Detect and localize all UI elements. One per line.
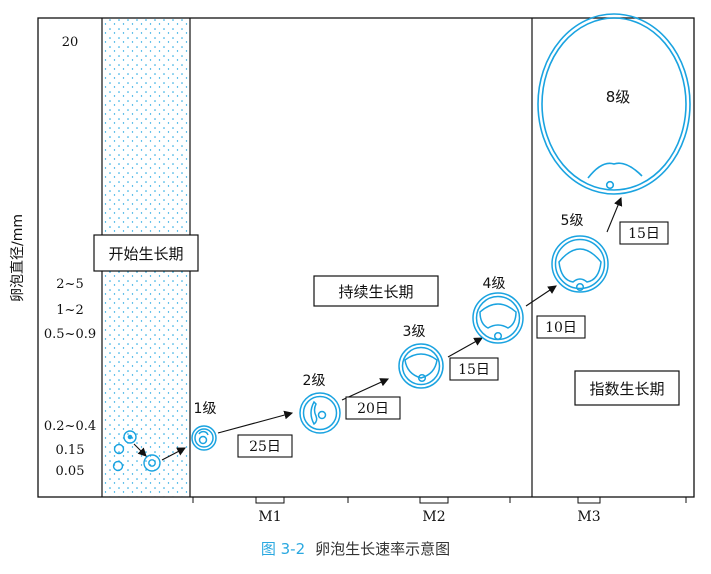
y-tick-20: 20 — [62, 35, 79, 50]
continuous-phase-label: 持续生长期 — [338, 283, 413, 301]
to-stage1-arrow — [161, 447, 186, 461]
stage1-to-stage2-arrow — [217, 410, 294, 434]
exponential-phase-label: 指数生长期 — [589, 380, 664, 398]
stage4-follicle — [472, 292, 524, 344]
stage1-label: 1级 — [194, 401, 217, 417]
y-tick-0.5-0.9: 0.5~0.9 — [44, 327, 96, 342]
figure-caption: 图 3-2 卵泡生长速率示意图 — [0, 538, 711, 559]
y-tick-0.15: 0.15 — [56, 443, 85, 458]
primordial-follicles — [112, 430, 161, 472]
y-tick-0.05: 0.05 — [56, 464, 85, 479]
stage3-follicle — [398, 343, 444, 389]
stage4-to-stage5-arrow — [525, 285, 557, 307]
figure-number: 图 3-2 — [260, 540, 306, 558]
stage4-label: 4级 — [483, 276, 506, 292]
y-tick-0.2-0.4: 0.2~0.4 — [44, 419, 96, 434]
y-tick-1-2: 1~2 — [56, 303, 83, 318]
duration-5: 15日 — [628, 226, 660, 242]
duration-4: 10日 — [545, 320, 577, 336]
stage1-follicle — [191, 425, 217, 451]
duration-box-1 — [237, 434, 293, 458]
x-axis-ticks — [192, 497, 687, 503]
x-tick-m2: M2 — [422, 509, 445, 525]
duration-box-3 — [449, 357, 499, 381]
stage2-follicle — [299, 392, 341, 434]
duration-box-2 — [345, 396, 401, 420]
duration-2: 20日 — [357, 401, 389, 417]
stage5-label: 5级 — [561, 213, 584, 229]
duration-box-4 — [536, 315, 586, 339]
duration-3: 15日 — [458, 362, 490, 378]
stage5-follicle — [551, 235, 609, 293]
figure-title: 卵泡生长速率示意图 — [315, 540, 451, 558]
duration-box-5 — [619, 221, 669, 245]
stage8-follicle — [537, 13, 691, 195]
start-phase-box — [93, 234, 199, 272]
x-axis-month-markers — [255, 496, 601, 504]
exponential-phase-box — [574, 370, 680, 406]
x-tick-m3: M3 — [577, 509, 600, 525]
y-axis-label: 卵泡直径/mm — [9, 214, 26, 302]
stage8-label: 8级 — [606, 88, 631, 106]
x-tick-m1: M1 — [258, 509, 281, 525]
duration-1: 25日 — [249, 439, 281, 455]
stage5-to-stage8-arrow — [606, 196, 623, 233]
stage2-label: 2级 — [303, 373, 326, 389]
plot-frame — [37, 17, 695, 498]
stage3-to-stage4-arrow — [447, 337, 483, 358]
y-tick-2-5: 2~5 — [56, 277, 83, 292]
start-phase-label: 开始生长期 — [108, 245, 183, 263]
primordial-arrow — [133, 443, 147, 457]
stage3-label: 3级 — [403, 324, 426, 340]
continuous-phase-box — [313, 275, 439, 307]
